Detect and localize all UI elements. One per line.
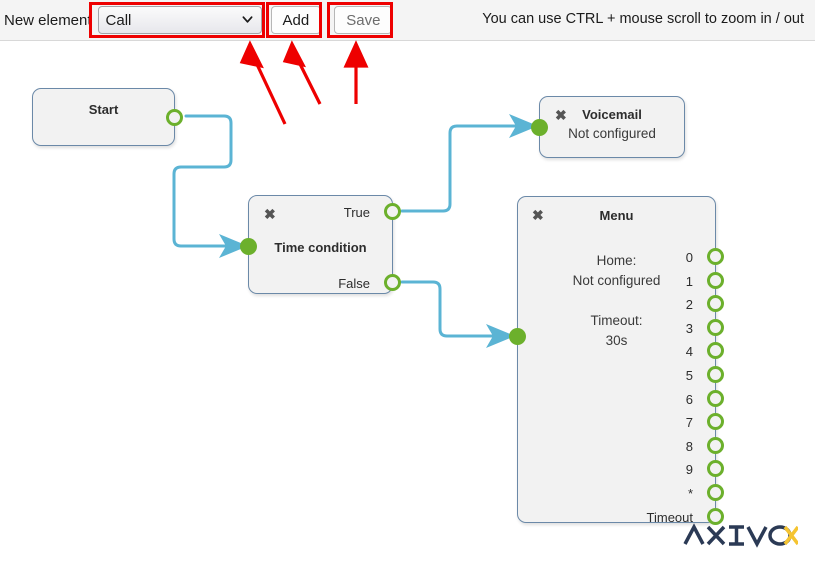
new-element-label: New element — [4, 11, 92, 29]
wire-false-to-menu — [400, 280, 497, 338]
wire-arrowheads — [219, 114, 538, 348]
node-voicemail-status: Not configured — [568, 126, 656, 141]
node-time-condition-output-true[interactable] — [384, 203, 401, 220]
node-menu-port-label-9: 9 — [685, 462, 693, 478]
node-menu-input-port[interactable] — [509, 328, 526, 345]
node-menu-port-label-2: 2 — [685, 297, 693, 313]
node-menu-details: Home: Not configured Timeout: 30s — [518, 251, 715, 350]
node-menu-port-label-5: 5 — [685, 368, 693, 383]
node-menu-output-port-0[interactable] — [707, 248, 724, 265]
node-menu-output-port-*[interactable] — [707, 484, 724, 501]
node-menu-output-port-1[interactable] — [707, 271, 724, 289]
node-menu-output-port-8[interactable] — [707, 436, 724, 454]
node-menu-home-label: Home: — [596, 253, 637, 268]
zoom-hint-text: You can use CTRL + mouse scroll to zoom … — [482, 11, 804, 27]
node-start-output-port[interactable] — [166, 109, 183, 126]
node-menu-output-port-7[interactable] — [707, 413, 724, 431]
new-element-select-value: Call — [105, 11, 132, 29]
node-menu-port-label-4: 4 — [685, 344, 693, 360]
node-menu-output-port-timeout[interactable] — [707, 507, 724, 525]
node-voicemail[interactable]: ✖ Voicemail Not configured — [531, 96, 685, 158]
new-element-select[interactable]: Call — [97, 6, 262, 34]
node-time-condition[interactable]: ✖ Time condition True False — [240, 195, 401, 294]
save-button[interactable]: Save — [334, 6, 393, 34]
node-menu-port-label-0: 0 — [685, 250, 693, 265]
dialplan-canvas[interactable]: Start ✖ Time condition True False ✖ Voic… — [0, 41, 815, 562]
node-menu-output-port-4[interactable] — [707, 342, 724, 360]
node-start-title: Start — [88, 102, 119, 117]
node-menu-output-port-9[interactable] — [707, 460, 724, 478]
node-menu-output-port-3[interactable] — [707, 318, 724, 336]
node-menu-port-label-3: 3 — [685, 320, 693, 336]
port-label-false: False — [338, 276, 370, 291]
port-label-true: True — [343, 205, 370, 220]
node-menu-port-label-6: 6 — [685, 391, 693, 407]
node-menu-home-value: Not configured — [572, 272, 661, 288]
node-time-condition-input-port[interactable] — [240, 238, 257, 255]
node-menu-port-label-7: 7 — [685, 415, 693, 431]
node-menu-port-label-1: 1 — [685, 273, 693, 289]
axivox-logo — [683, 523, 798, 548]
node-menu-timeout-value: 30s — [605, 332, 628, 348]
close-icon[interactable]: ✖ — [532, 207, 544, 223]
close-icon[interactable]: ✖ — [555, 107, 567, 123]
node-menu-title: Menu — [599, 208, 634, 223]
node-menu-port-label-timeout: Timeout — [646, 509, 693, 525]
node-menu-output-port-6[interactable] — [707, 389, 724, 407]
connection-wires — [172, 114, 538, 348]
wire-start-to-timecondition — [172, 114, 233, 248]
node-menu-output-port-5[interactable] — [707, 366, 724, 383]
wire-true-to-voicemail — [400, 124, 520, 213]
new-element-select-wrapper[interactable]: Call — [97, 6, 262, 34]
node-menu-timeout-label: Timeout: — [590, 313, 643, 329]
node-voicemail-title: Voicemail — [582, 107, 642, 122]
node-menu-port-label-8: 8 — [685, 438, 693, 454]
node-time-condition-title: Time condition — [274, 240, 367, 255]
close-icon[interactable]: ✖ — [264, 206, 276, 222]
toolbar: New element Call Add Save You can use CT… — [0, 0, 815, 41]
node-menu-port-label-*: * — [687, 486, 693, 501]
node-menu-output-port-2[interactable] — [707, 295, 724, 313]
node-start[interactable]: Start — [32, 88, 183, 146]
node-menu[interactable]: ✖ Menu Home: Not configured Timeout: 30s… — [509, 196, 724, 525]
node-voicemail-input-port[interactable] — [531, 119, 548, 136]
node-time-condition-output-false[interactable] — [384, 274, 401, 291]
add-button[interactable]: Add — [270, 6, 322, 34]
